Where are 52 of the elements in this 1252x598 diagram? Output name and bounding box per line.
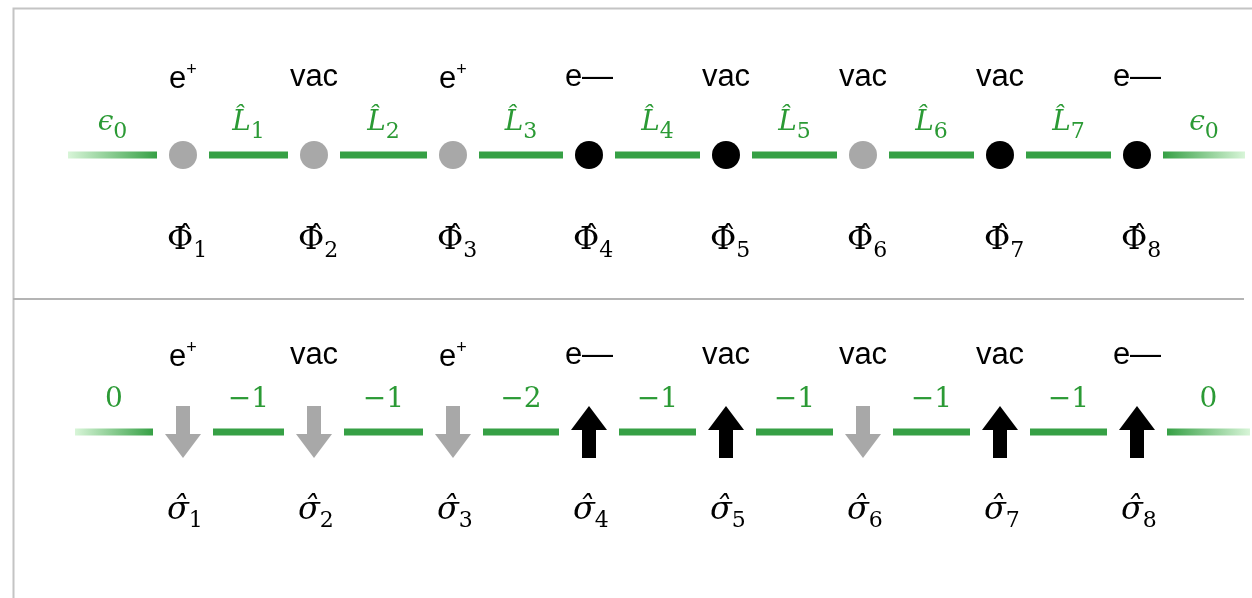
operator-label: Φ̂$_{3}$ [437, 222, 478, 261]
site-dot [300, 141, 328, 169]
operator-label: σ̂$_{7}$ [984, 492, 1020, 531]
site-dot [1123, 141, 1151, 169]
site-dot [986, 141, 1014, 169]
operator-label: Φ̂$_{8}$ [1121, 222, 1162, 261]
link-line [75, 428, 153, 436]
down-arrow-icon [435, 406, 471, 458]
particle-label: e— [564, 338, 614, 369]
link-line [68, 151, 157, 159]
up-arrow-icon [982, 406, 1018, 458]
particle-label: vac [289, 338, 339, 369]
operator-label: Φ̂$_{6}$ [847, 222, 888, 261]
particle-label: vac [838, 60, 888, 91]
operator-label: Φ̂$_{5}$ [710, 222, 751, 261]
operator-label: σ̂$_{4}$ [573, 492, 609, 531]
particle-label: e— [1112, 338, 1162, 369]
down-arrow-icon [296, 406, 332, 458]
operator-label: Φ̂$_{7}$ [984, 222, 1025, 261]
site-dot [439, 141, 467, 169]
particle-label: vac [289, 60, 339, 91]
up-arrow-icon [708, 406, 744, 458]
particle-label: e— [564, 60, 614, 91]
particle-label: e$^{+}$ [439, 60, 467, 93]
operator-label: Φ̂$_{1}$ [167, 222, 208, 261]
up-arrow-icon [571, 406, 607, 458]
operator-label: σ̂$_{6}$ [847, 492, 883, 531]
down-arrow-icon [845, 406, 881, 458]
site-dot [849, 141, 877, 169]
operator-label: σ̂$_{5}$ [710, 492, 746, 531]
site-dot [712, 141, 740, 169]
particle-label: vac [975, 338, 1025, 369]
down-arrow-icon [165, 406, 201, 458]
operator-label: σ̂$_{1}$ [167, 492, 203, 531]
particle-label: vac [701, 60, 751, 91]
particle-label: vac [701, 338, 751, 369]
particle-label: e$^{+}$ [169, 338, 197, 371]
link-line [1163, 151, 1245, 159]
particle-label: e$^{+}$ [439, 338, 467, 371]
operator-label: σ̂$_{2}$ [298, 492, 334, 531]
operator-label: Φ̂$_{4}$ [573, 222, 614, 261]
operator-label: Φ̂$_{2}$ [298, 222, 339, 261]
particle-label: e$^{+}$ [169, 60, 197, 93]
up-arrow-icon [1119, 406, 1155, 458]
operator-label: σ̂$_{3}$ [437, 492, 473, 531]
particle-label: e— [1112, 60, 1162, 91]
particle-label: vac [975, 60, 1025, 91]
link-line [1167, 428, 1250, 436]
site-dot [169, 141, 197, 169]
particle-label: vac [838, 338, 888, 369]
site-dot [575, 141, 603, 169]
operator-label: σ̂$_{8}$ [1121, 492, 1157, 531]
